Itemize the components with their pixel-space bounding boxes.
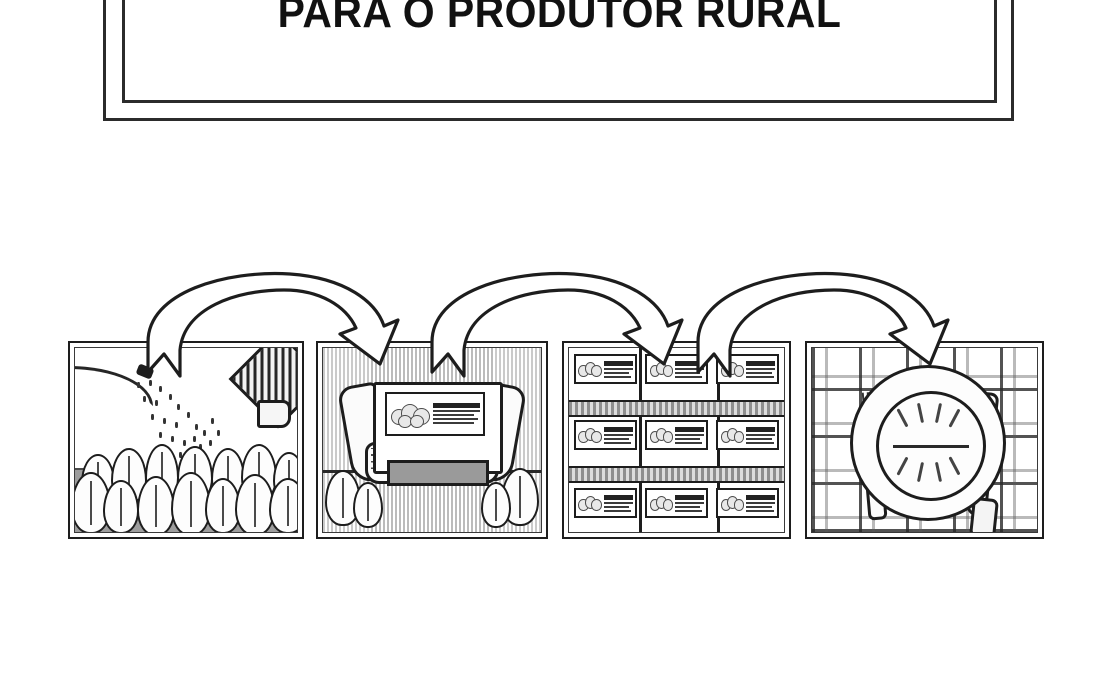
packaged-product xyxy=(645,354,708,384)
packaged-product xyxy=(574,420,637,450)
product-label-text-lines xyxy=(675,426,704,444)
packaged-product xyxy=(645,420,708,450)
shelf-row-2 xyxy=(571,420,782,450)
product-label-text-lines xyxy=(746,426,775,444)
plate xyxy=(849,365,1006,521)
plate-rim xyxy=(875,391,986,501)
product-box-base xyxy=(387,460,489,486)
panel-cultivation xyxy=(68,341,304,539)
vegetable-glyph-icon xyxy=(578,494,602,511)
shelf-row-3 xyxy=(571,488,782,518)
title-box-inner-border xyxy=(122,0,997,103)
shelf-board xyxy=(569,400,784,417)
packaged-product xyxy=(716,420,779,450)
shelf-divider-left-2 xyxy=(639,414,642,466)
product-label xyxy=(385,392,485,436)
vegetable-glyph-icon xyxy=(720,426,745,443)
packaged-product xyxy=(716,488,779,518)
panel-packaging-frame xyxy=(322,347,542,533)
shelf-row-1 xyxy=(571,354,782,384)
panel-packaging xyxy=(316,341,548,539)
vegetable-glyph-icon xyxy=(649,494,674,511)
packaged-product xyxy=(574,488,637,518)
vegetable-glyph-icon xyxy=(720,494,745,511)
product-label-text-lines xyxy=(603,360,633,378)
shelf-board xyxy=(569,466,784,483)
vegetable-glyph-icon xyxy=(649,360,674,377)
panel-consumption xyxy=(805,341,1044,539)
packaged-product xyxy=(716,354,779,384)
product-label-text-lines xyxy=(675,360,704,378)
shelf-divider-left-3 xyxy=(639,480,642,532)
served-food-center-line xyxy=(892,444,969,448)
panel-retail xyxy=(562,341,791,539)
packaged-product xyxy=(645,488,708,518)
product-label-text-lines xyxy=(675,494,704,512)
vegetable-glyph-icon xyxy=(390,401,430,428)
product-label-text-lines xyxy=(433,401,480,428)
product-label-text-lines xyxy=(603,426,633,444)
vegetable-glyph-icon xyxy=(720,360,745,377)
product-label-text-lines xyxy=(746,494,775,512)
page-title: PARA O PRODUTOR RURAL xyxy=(277,0,842,37)
vegetable-glyph-icon xyxy=(578,360,602,377)
vegetable-glyph-icon xyxy=(578,426,602,443)
panel-retail-frame xyxy=(568,347,785,533)
product-label-text-lines xyxy=(746,360,775,378)
panel-cultivation-frame xyxy=(74,347,298,533)
hand-tool-handle xyxy=(257,400,291,428)
packaged-product xyxy=(574,354,637,384)
product-label-text-lines xyxy=(603,494,633,512)
vegetable-glyph-icon xyxy=(649,426,674,443)
water-spray xyxy=(125,378,235,464)
panel-consumption-frame xyxy=(811,347,1038,533)
